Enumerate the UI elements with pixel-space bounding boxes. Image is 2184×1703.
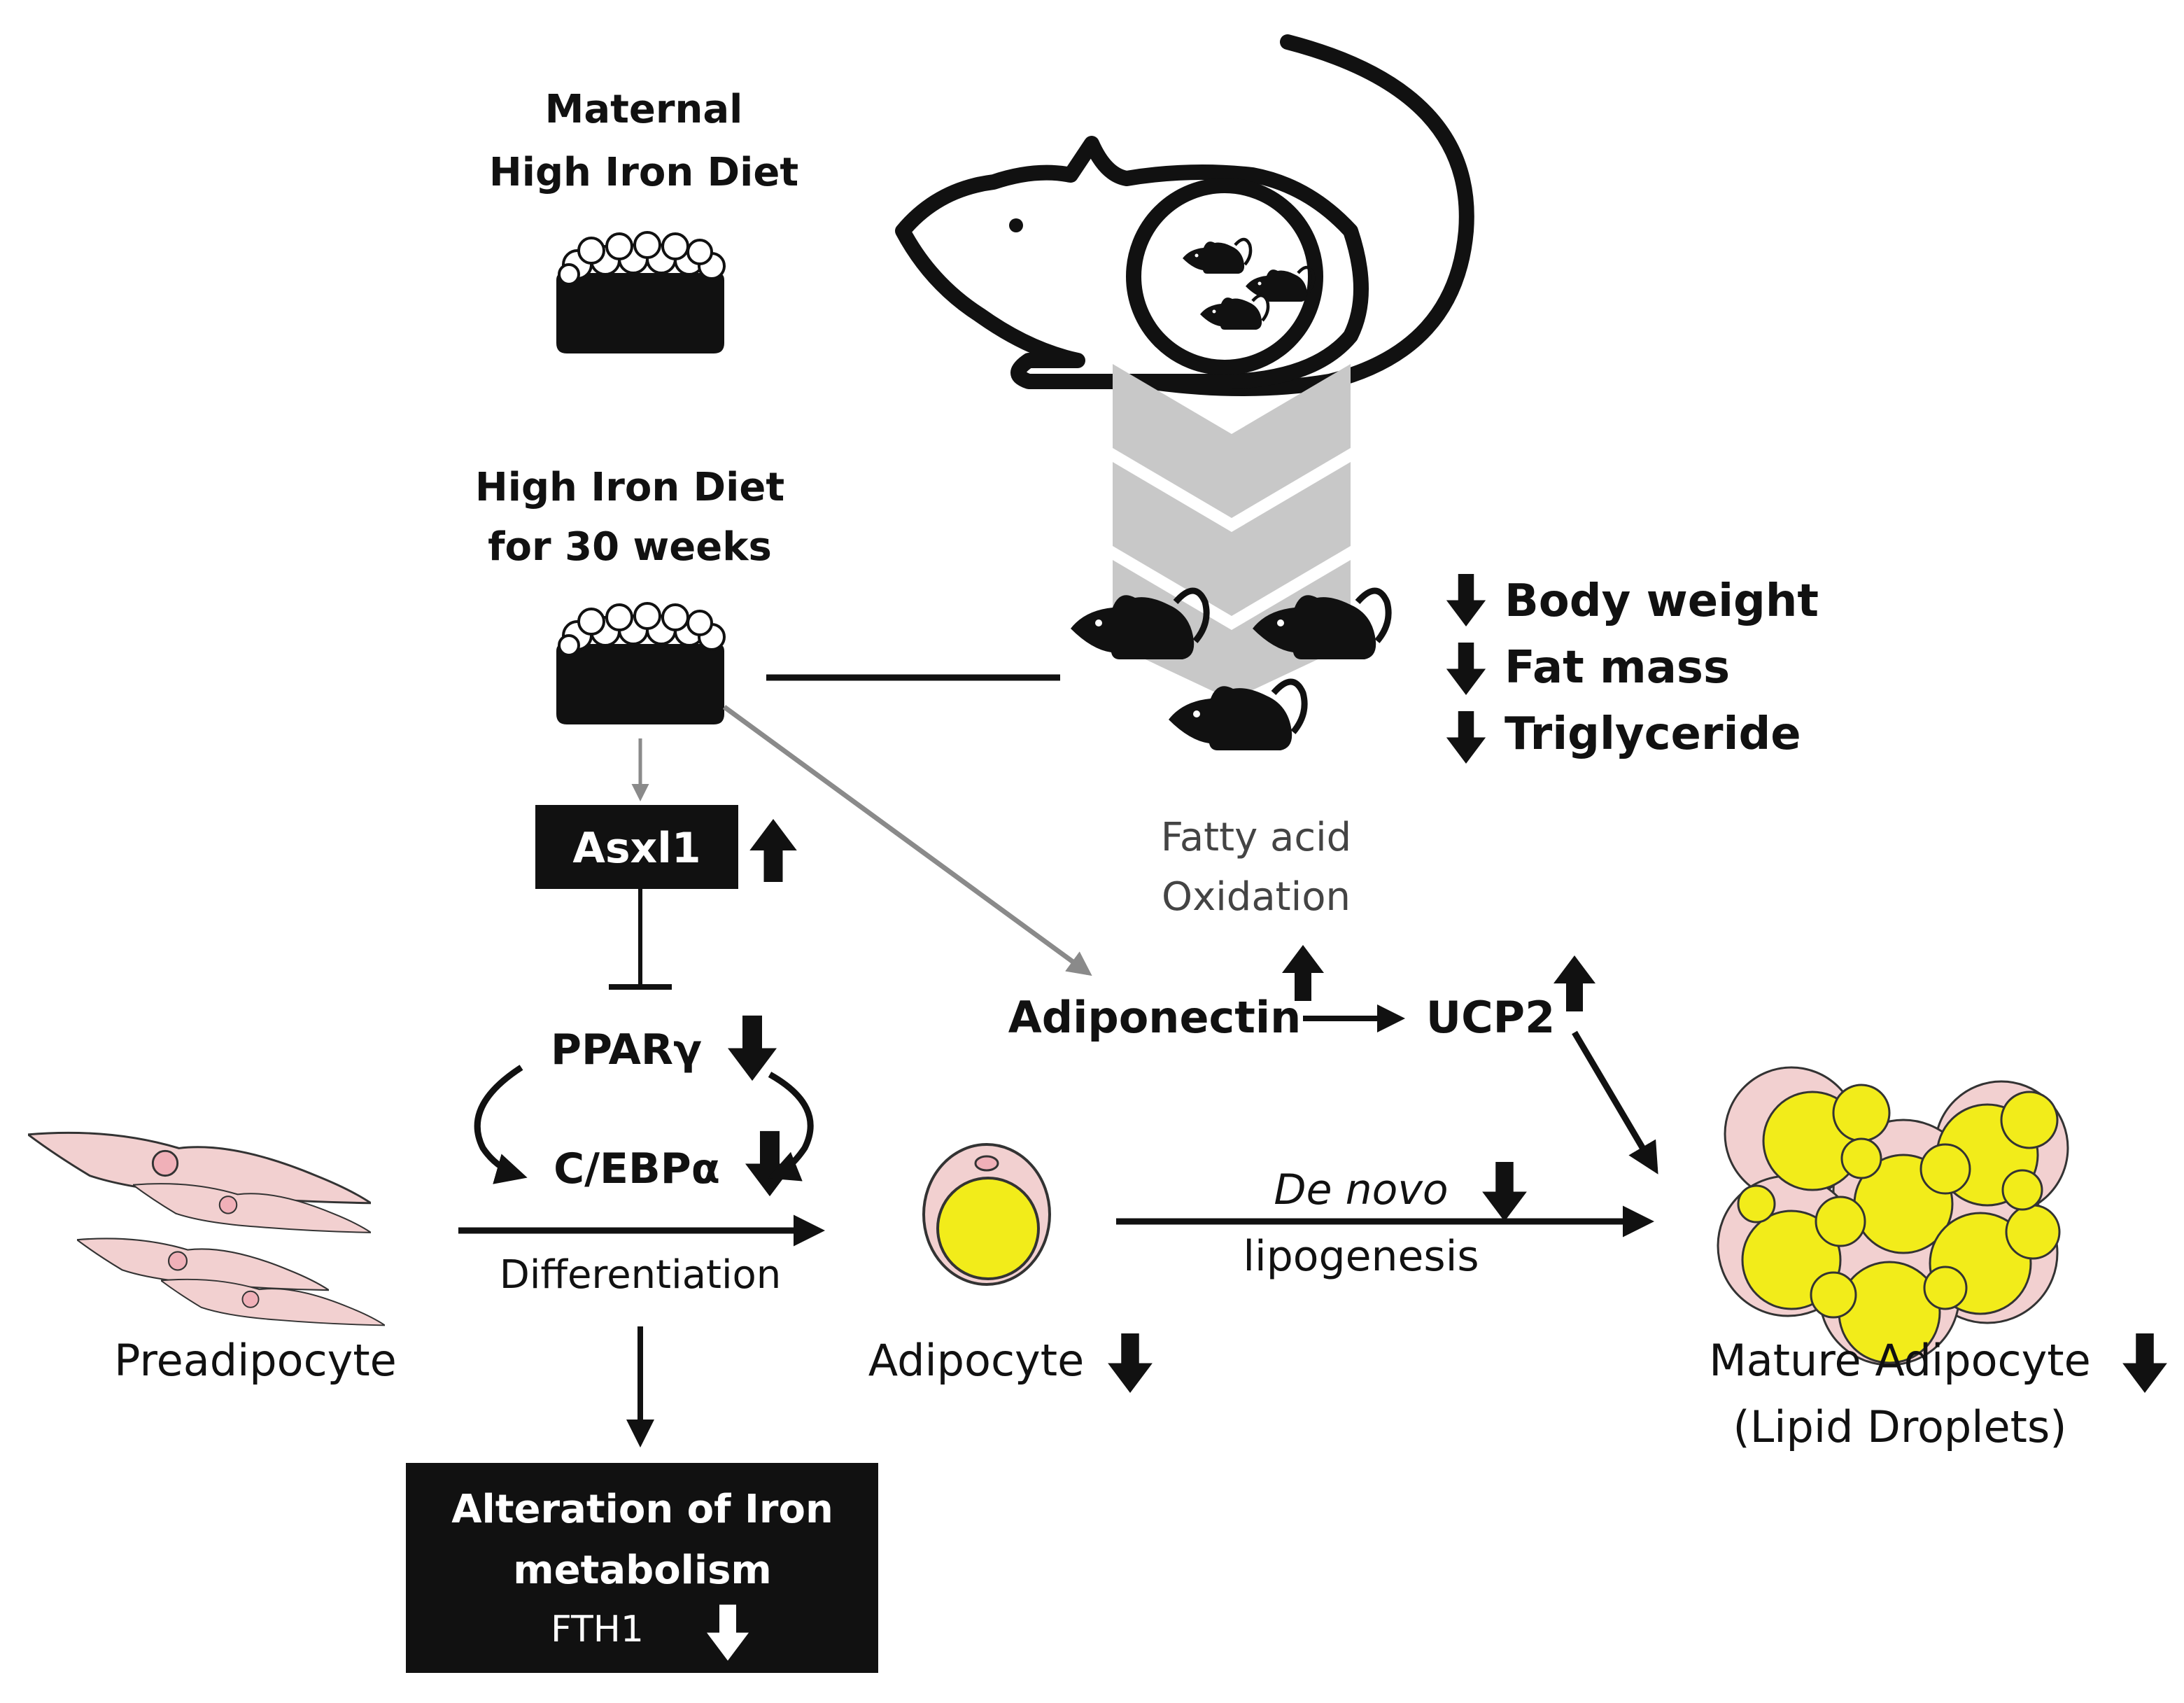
- mature-adipocyte-label-line2: (Lipid Droplets): [1733, 1401, 2067, 1452]
- fth1-label: FTH1: [551, 1609, 644, 1651]
- adipocyte-label: Adipocyte: [868, 1335, 1084, 1386]
- iron-metabolism-box: [406, 1463, 878, 1673]
- asxl1-box: [535, 805, 738, 889]
- lipogenesis-label: lipogenesis: [1243, 1232, 1479, 1281]
- maternal-diet-label-line2: High Iron Diet: [489, 150, 798, 195]
- hid-food-pellet-icon: [555, 602, 726, 726]
- arrow-ucp2-to-mature: [1572, 1030, 1658, 1175]
- down-arrow-icon: [1108, 1333, 1153, 1393]
- down-arrow-icon: [1482, 1162, 1527, 1221]
- down-arrow-icon: [728, 1015, 777, 1081]
- maternal-food-pellet-icon: [555, 231, 726, 355]
- adiponectin-label: Adiponectin: [1008, 992, 1302, 1043]
- ppar-label: PPARγ: [551, 1025, 702, 1074]
- up-arrow-icon: [1554, 955, 1595, 1011]
- pregnant-mouse-icon: [895, 34, 1474, 396]
- preadipocyte-cells-icon: [28, 1131, 385, 1326]
- outcome-fat-mass: Fat mass: [1505, 642, 1730, 694]
- differentiation-label: Differentiation: [500, 1252, 782, 1298]
- fetus-mouse-icon: [1183, 239, 1250, 274]
- loop-arrow-right: [767, 1072, 814, 1182]
- chevron-down-icon: [1113, 364, 1351, 700]
- iron-box-line2: metabolism: [513, 1548, 772, 1593]
- offspring-mouse-icon: [1071, 591, 1206, 659]
- fao-label-line1: Fatty acid: [1161, 815, 1351, 860]
- mature-adipocyte-label-line1: Mature Adipocyte: [1709, 1335, 2091, 1386]
- fetus-mouse-icon: [1200, 295, 1268, 330]
- up-arrow-icon: [749, 819, 797, 882]
- mouse-eye: [1009, 218, 1023, 232]
- preadipocyte-label: Preadipocyte: [114, 1335, 397, 1386]
- hid-label-line1: High Iron Diet: [475, 465, 784, 510]
- down-arrow-icon: [1446, 711, 1486, 764]
- down-arrow-icon: [1446, 643, 1486, 695]
- offspring-mouse-icon: [1169, 682, 1304, 750]
- ucp2-label: UCP2: [1426, 992, 1555, 1043]
- arrow-diet-to-adiponectin: [722, 705, 1092, 976]
- maternal-diet-label-line1: Maternal: [545, 87, 743, 132]
- outcome-body-weight: Body weight: [1505, 575, 1819, 627]
- down-arrow-icon: [745, 1130, 794, 1197]
- iron-box-line1: Alteration of Iron: [451, 1487, 833, 1532]
- fao-label-line2: Oxidation: [1162, 874, 1351, 920]
- outcome-triglyceride: Triglyceride: [1505, 708, 1801, 760]
- de-novo-label: De novo: [1274, 1165, 1448, 1214]
- cebp-label: C/EBPα: [554, 1144, 720, 1193]
- down-arrow-icon: [1446, 574, 1486, 626]
- loop-arrow-left: [474, 1065, 528, 1184]
- adipocyte-cell-icon: [922, 1143, 1051, 1286]
- down-arrow-icon: [2122, 1333, 2167, 1393]
- mature-adipocyte-cluster-icon: [1717, 1066, 2069, 1366]
- hid-label-line2: for 30 weeks: [488, 524, 772, 570]
- asxl1-label: Asxl1: [572, 824, 700, 873]
